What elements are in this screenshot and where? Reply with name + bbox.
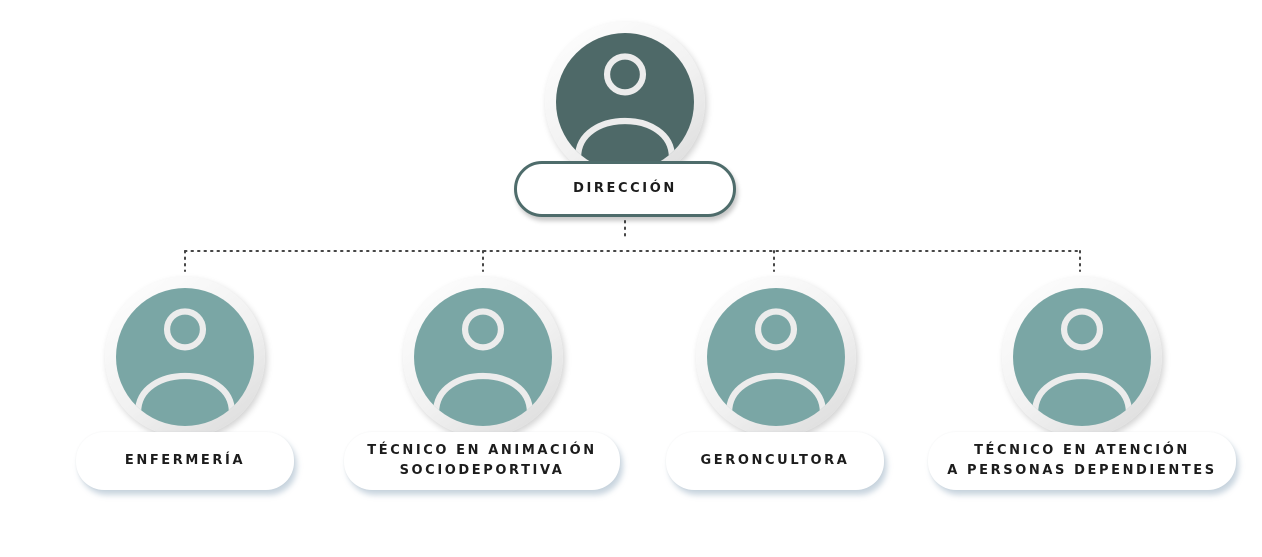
child-avatar [1002,277,1162,437]
child-avatar [403,277,563,437]
child-label: TÉCNICO EN ANIMACIÓN SOCIODEPORTIVA [367,443,597,478]
child-avatar [696,277,856,437]
child-label-box: GERONCULTORA [666,432,884,490]
child-avatar [105,277,265,437]
child-label-box: TÉCNICO EN ATENCIÓN A PERSONAS DEPENDIEN… [928,432,1236,490]
person-icon [116,288,254,426]
child-label: GERONCULTORA [700,453,850,468]
person-icon [1013,288,1151,426]
root-label-box: DIRECCIÓN [514,161,736,217]
person-icon [556,33,694,171]
person-icon [414,288,552,426]
root-label: DIRECCIÓN [573,181,677,196]
child-label: ENFERMERÍA [124,453,246,468]
person-icon [707,288,845,426]
root-avatar [545,22,705,182]
child-label-box: ENFERMERÍA [76,432,294,490]
child-label: TÉCNICO EN ATENCIÓN A PERSONAS DEPENDIEN… [947,443,1217,478]
child-label-box: TÉCNICO EN ANIMACIÓN SOCIODEPORTIVA [344,432,620,490]
